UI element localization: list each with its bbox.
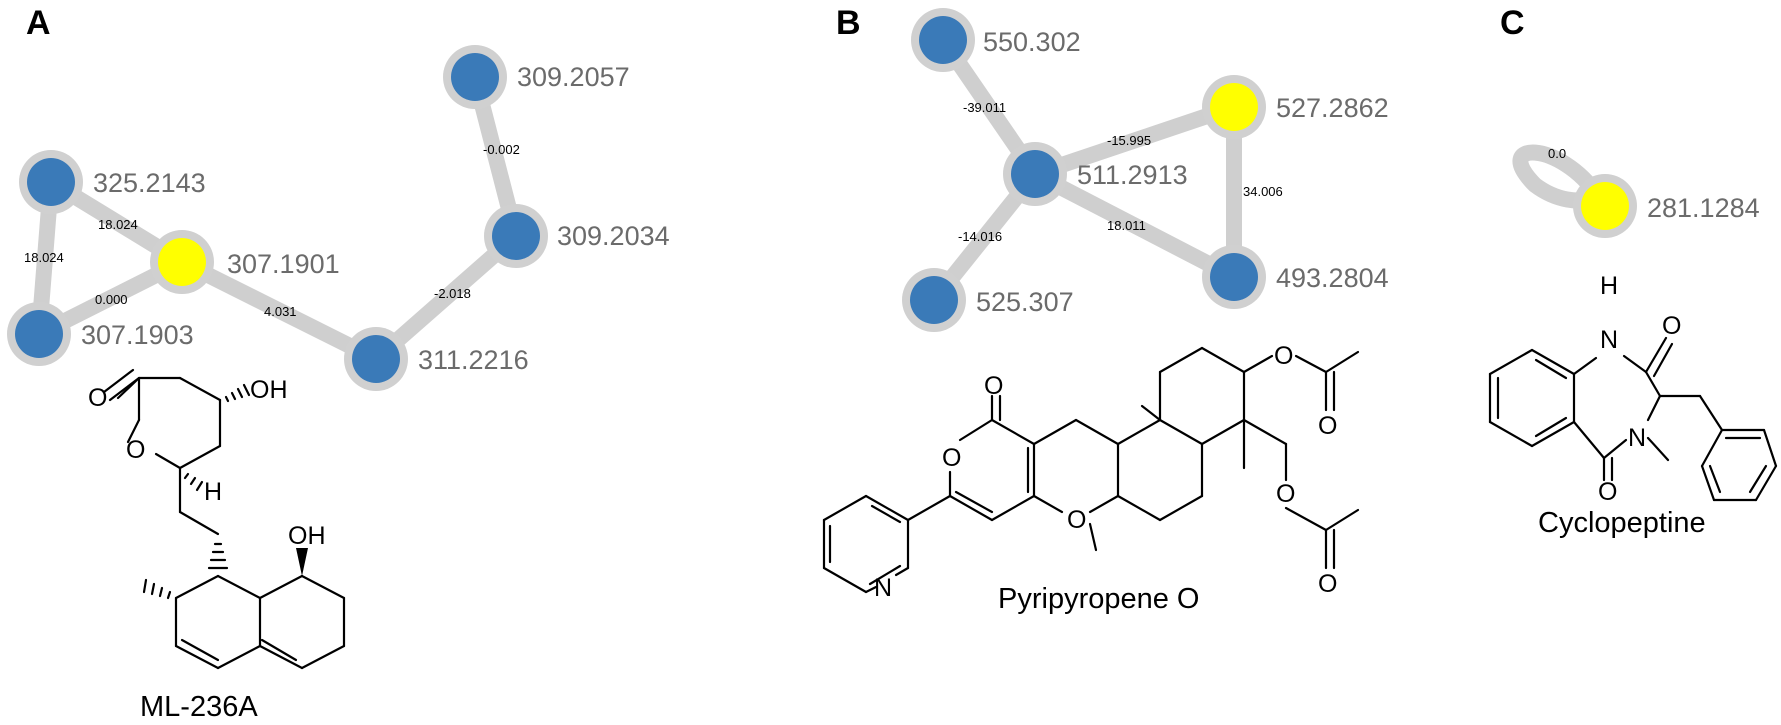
node-circle	[1011, 150, 1059, 198]
edge-c-self-loop	[1512, 144, 1606, 209]
node-307-1901: 307.1901	[150, 230, 340, 294]
node-307-1903: 307.1903	[7, 302, 194, 366]
atom-label: N	[1600, 326, 1618, 354]
compound-name-a: ML-236A	[140, 691, 258, 723]
panel-a: A -0.002 18.024 18.024 0.000 4.031 -2.01…	[7, 4, 670, 723]
structure-ml-236a: O OH O H OH	[88, 368, 346, 670]
node-493-2804: 493.2804	[1202, 245, 1389, 309]
node-label: 493.2804	[1276, 263, 1389, 293]
edge-label: -2.018	[434, 286, 471, 301]
atom-label: O	[126, 436, 145, 464]
node-309-2057: 309.2057	[443, 45, 630, 109]
edge-label: 18.024	[24, 250, 64, 265]
atom-label: O	[1274, 342, 1293, 370]
node-circle	[919, 16, 967, 64]
atom-label: O	[1318, 412, 1337, 440]
structure-pyripyropene-o: O O O O O O O N	[822, 342, 1360, 602]
node-circle	[352, 335, 400, 383]
node-label: 550.302	[983, 27, 1081, 57]
edge-b-511-2913-527-2862	[1027, 99, 1242, 182]
edge-label: 18.011	[1107, 218, 1146, 233]
edge-label: 18.024	[98, 217, 138, 232]
edge-label: -14.016	[958, 229, 1002, 244]
node-511-2913: 511.2913	[1003, 142, 1188, 206]
node-circle	[15, 310, 63, 358]
atom-label: O	[942, 444, 961, 472]
atom-label: O	[1276, 480, 1295, 508]
panel-b: B -39.011 -15.995 34.006 18.011 -14.016 …	[822, 4, 1389, 615]
node-label: 511.2913	[1077, 160, 1188, 190]
compound-name-c: Cyclopeptine	[1538, 507, 1706, 539]
node-circle	[1210, 253, 1258, 301]
node-circle	[27, 158, 75, 206]
node-label: 311.2216	[418, 345, 529, 375]
edge-label: -39.011	[963, 100, 1006, 115]
node-label: 309.2034	[557, 221, 670, 251]
edge-a-307-1901-311-2216	[174, 254, 384, 367]
panel-c: C 0.0 281.1284	[1488, 4, 1778, 539]
panel-c-letter: C	[1500, 4, 1525, 42]
node-label: 325.2143	[93, 168, 206, 198]
atom-label: OH	[250, 376, 288, 404]
edge-label: 0.000	[95, 292, 128, 307]
atom-label: O	[1067, 506, 1086, 534]
node-label: 281.1284	[1647, 193, 1760, 223]
structure-cyclopeptine: H N O N O	[1488, 272, 1778, 506]
atom-label: O	[1662, 312, 1681, 340]
edge-label: 0.0	[1548, 146, 1566, 161]
node-525-307: 525.307	[902, 268, 1074, 332]
node-label: 307.1901	[227, 249, 340, 279]
node-circle	[492, 212, 540, 260]
atom-label: H	[204, 478, 222, 506]
atom-label: N	[874, 574, 892, 602]
node-325-2143: 325.2143	[19, 150, 206, 214]
node-309-2034: 309.2034	[484, 204, 670, 268]
node-circle	[1210, 83, 1258, 131]
edge-label: -0.002	[483, 142, 520, 157]
node-circle	[910, 276, 958, 324]
atom-label: OH	[288, 522, 326, 550]
node-circle	[158, 238, 206, 286]
edge-label: 4.031	[264, 304, 297, 319]
atom-label: O	[1598, 478, 1617, 506]
node-311-2216: 311.2216	[344, 327, 529, 391]
edge-b-511-2913-493-2804	[1027, 166, 1242, 285]
node-label: 527.2862	[1276, 93, 1389, 123]
node-527-2862: 527.2862	[1202, 75, 1389, 139]
edge-label: -15.995	[1107, 133, 1151, 148]
node-550-302: 550.302	[911, 8, 1081, 72]
atom-label: O	[1318, 570, 1337, 598]
compound-name-b: Pyripyropene O	[998, 583, 1200, 615]
edge-label: 34.006	[1243, 184, 1283, 199]
panel-a-letter: A	[26, 4, 51, 42]
atom-label: O	[984, 372, 1003, 400]
atom-label: H	[1600, 272, 1618, 300]
atom-label: O	[88, 384, 107, 412]
node-label: 525.307	[976, 287, 1074, 317]
node-circle	[1581, 182, 1629, 230]
node-label: 309.2057	[517, 62, 630, 92]
atom-label: N	[1628, 424, 1646, 452]
node-circle	[451, 53, 499, 101]
panel-b-letter: B	[836, 4, 861, 42]
node-281-1284: 281.1284	[1573, 174, 1760, 238]
node-label: 307.1903	[81, 320, 194, 350]
